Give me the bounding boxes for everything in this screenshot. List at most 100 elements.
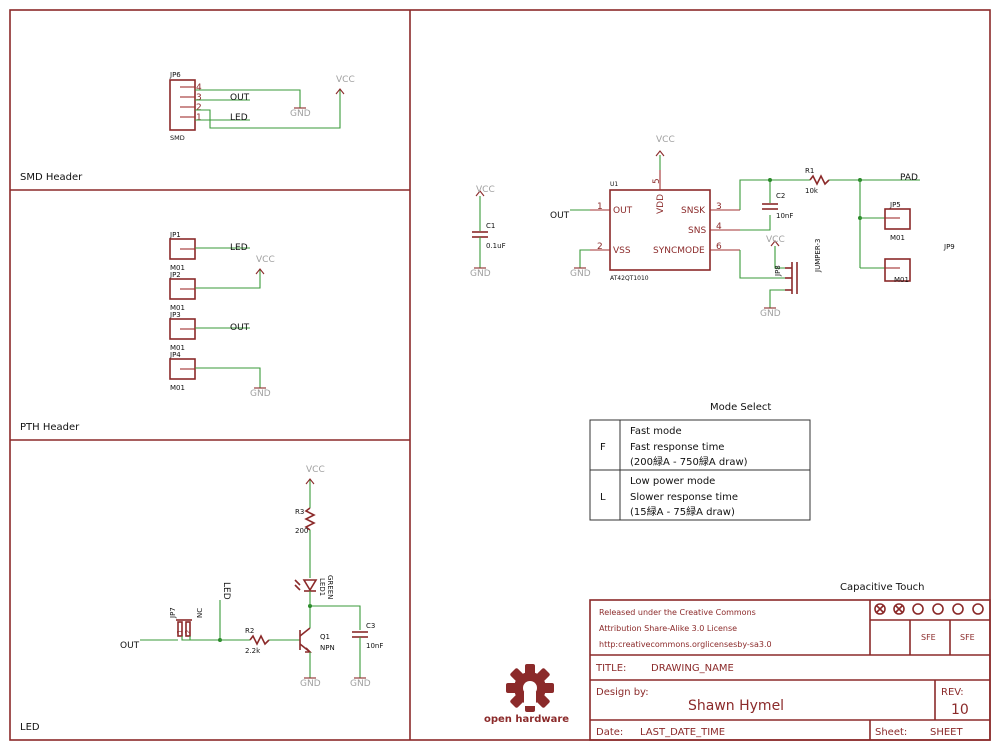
u1-vcc-label: VCC (656, 135, 675, 145)
jp2-ref: JP2 (169, 271, 181, 279)
u1-value: AT42QT1010 (610, 275, 649, 282)
jp8-mode-jumper: VCC GND JP8 JUMPER-3 (739, 235, 822, 319)
jp1-value: M01 (170, 264, 185, 272)
c1-value: 0.1uF (486, 242, 506, 250)
jp5-value: M01 (890, 234, 905, 242)
jp3-ref: JP3 (169, 311, 181, 319)
led1-value: GREEN (326, 575, 334, 599)
q1-ref: Q1 (320, 633, 330, 641)
jp7-ref: JP7 (169, 607, 177, 619)
jp6-pin-2: 2 (196, 103, 202, 113)
u1-pin-1-num: 1 (597, 202, 603, 212)
mode-table-title: Mode Select (710, 402, 771, 413)
jp4-value: M01 (170, 384, 185, 392)
q1-gnd-label: GND (300, 679, 321, 689)
smd-section-label: SMD Header (20, 172, 83, 183)
jp6-out-label: OUT (230, 93, 250, 103)
r2-ref: R2 (245, 627, 254, 635)
c3-gnd-label: GND (350, 679, 371, 689)
mode-row-l-line-1: Low power mode (630, 476, 715, 487)
sheet-border (9, 9, 991, 741)
r3-value: 200 (295, 527, 308, 535)
jp7-pin-1: 1 (176, 630, 184, 634)
title-label: TITLE: (595, 663, 626, 674)
title-value: DRAWING_NAME (651, 663, 734, 674)
mode-row-f-line-2: Fast response time (630, 442, 724, 453)
sheet-value: SHEET (930, 727, 964, 738)
u1-pin-2-num: 2 (597, 242, 603, 252)
r3-vcc-label: VCC (306, 465, 325, 475)
u1-pin-sns: SNS (688, 226, 706, 236)
date-value: LAST_DATE_TIME (640, 727, 725, 738)
jp6-value: SMD (170, 134, 185, 142)
sfe-label-1: SFE (921, 633, 936, 642)
u1-pin-6-num: 6 (716, 242, 722, 252)
led-net-label: LED (221, 582, 231, 600)
sheet-label: Sheet: (875, 727, 907, 738)
r1-value: 10k (805, 187, 819, 195)
jp6-led-label: LED (230, 113, 248, 123)
board-title: Capacitive Touch (840, 582, 925, 593)
u1-out-net-label: OUT (550, 211, 570, 221)
jp8-value: JUMPER-3 (814, 239, 822, 273)
title-block: Capacitive Touch Released under the Crea… (589, 582, 991, 741)
date-label: Date: (596, 727, 623, 738)
pad-net-label: PAD (900, 173, 918, 183)
u1-pin-syncmode: SYNCMODE (653, 246, 705, 256)
c1-decoupling: VCC GND C1 0.1uF (470, 185, 506, 279)
jp6-body (169, 79, 196, 131)
led1-ref: LED1 (318, 578, 326, 596)
jp8-ref: JP8 (774, 265, 782, 277)
sense-network: C2 10nF R1 10k PAD JP5 M01 M01 JP9 (739, 167, 955, 284)
led-driver-circuit: OUT JP7 1 2 NC LED R2 2.2k Q1 NPN GND (120, 465, 383, 689)
u1-ref: U1 (610, 181, 618, 188)
jp4-gnd-label: GND (250, 389, 271, 399)
mode-row-f-key: F (600, 442, 606, 453)
jp9-value: M01 (894, 276, 909, 284)
jp6-ref: JP6 (169, 71, 181, 79)
led-out-label: OUT (120, 641, 140, 651)
u1-pin-vss: VSS (613, 246, 631, 256)
led-section-label: LED (20, 722, 40, 733)
license-line-1: Released under the Creative Commons (599, 608, 756, 617)
license-line-2: Attribution Share-Alike 3.0 License (599, 624, 737, 633)
jp7-pin-2: 2 (184, 630, 192, 634)
open-hardware-logo: open hardware (484, 664, 569, 725)
jp8-gnd-label: GND (760, 309, 781, 319)
jp6-smd-header: JP6 4 3 2 1 SMD OUT LED GND VCC (169, 71, 355, 142)
r1-ref: R1 (805, 167, 814, 175)
jp2-header: JP2 M01 VCC (169, 255, 275, 312)
jp7-value: NC (196, 608, 204, 618)
license-line-3: http:creativecommons.orglicensesby-sa3.0 (599, 640, 772, 649)
c2-value: 10nF (776, 212, 793, 220)
jp6-pin-4: 4 (196, 83, 202, 93)
jp2-value: M01 (170, 304, 185, 312)
jp3-out-label: OUT (230, 323, 250, 333)
jp6-vcc-label: VCC (336, 75, 355, 85)
c3-value: 10nF (366, 642, 383, 650)
open-hardware-logo-text: open hardware (484, 714, 569, 725)
rev-value: 10 (951, 702, 969, 718)
c3-ref: C3 (366, 622, 375, 630)
mode-row-f-line-3: (200緑A - 750緑A draw) (630, 455, 748, 468)
jp1-header: JP1 M01 LED (169, 231, 250, 272)
c1-gnd-label: GND (470, 269, 491, 279)
jp6-gnd-label: GND (290, 109, 311, 119)
u1-pin-vdd: VDD (656, 194, 666, 214)
c1-vcc-label: VCC (476, 185, 495, 195)
sfe-label-2: SFE (960, 633, 975, 642)
designer-name: Shawn Hymel (688, 698, 784, 714)
jp8-vcc-label: VCC (766, 235, 785, 245)
mode-row-l-key: L (600, 492, 606, 503)
fiducial-marks (874, 603, 984, 615)
mode-row-l-line-2: Slower response time (630, 492, 738, 503)
u1-pin-5-num: 5 (652, 178, 662, 184)
jp5-ref: JP5 (889, 201, 901, 209)
jp6-pin-3: 3 (196, 93, 202, 103)
u1-pin-snsk: SNSK (681, 206, 706, 216)
u1-pin-3-num: 3 (716, 202, 722, 212)
jp6-pin-1: 1 (196, 113, 202, 123)
jp4-ref: JP4 (169, 351, 181, 359)
c1-ref: C1 (486, 222, 495, 230)
